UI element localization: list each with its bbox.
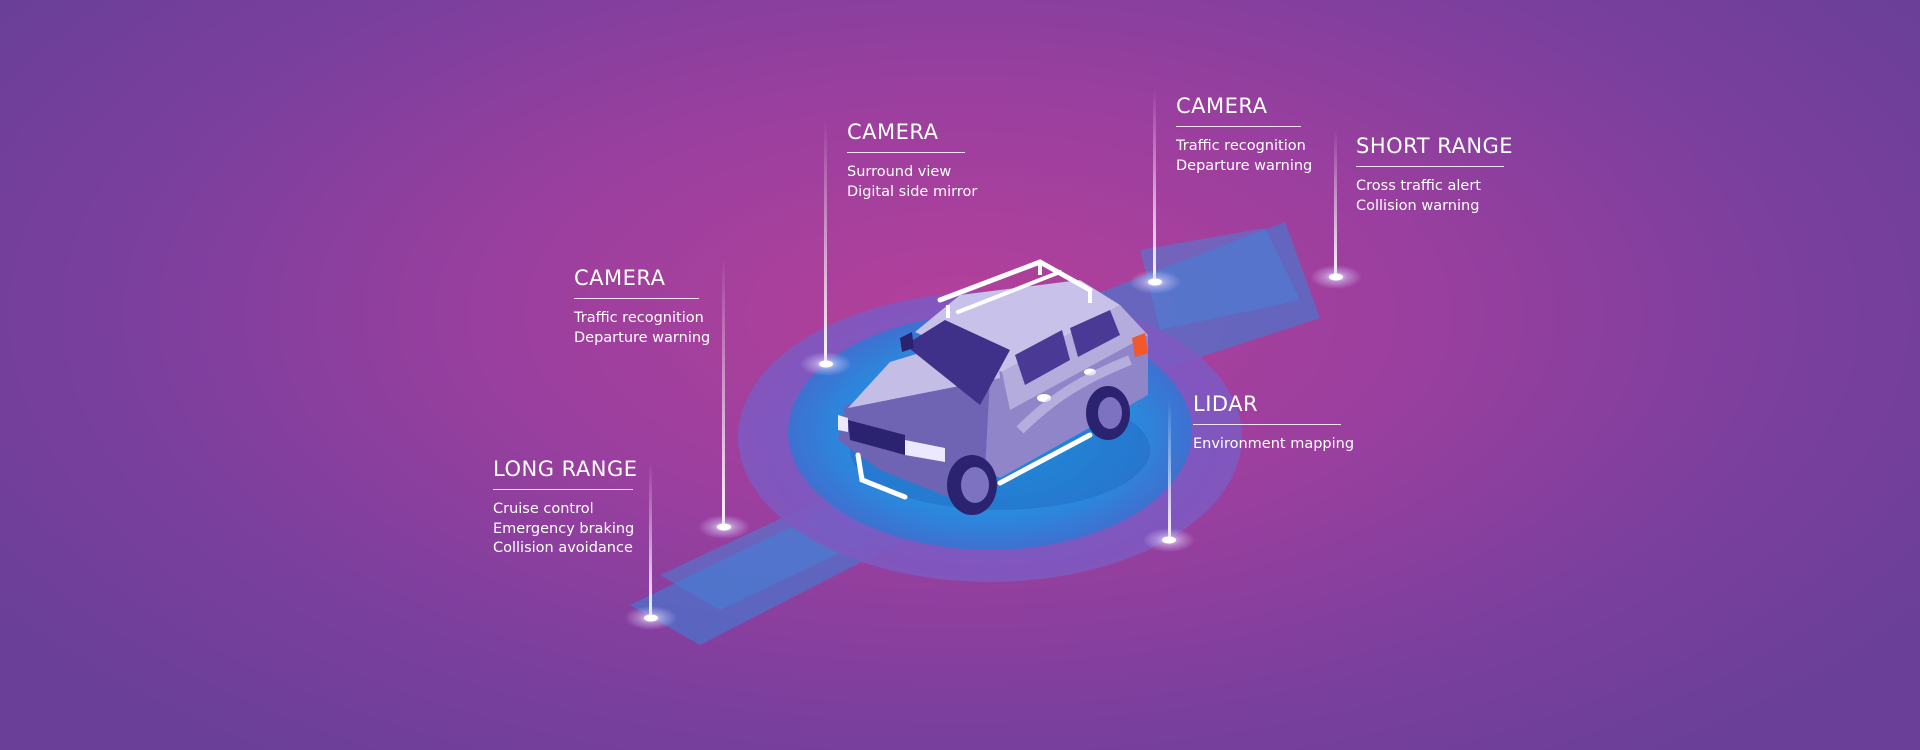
label-camera-left: CAMERA Traffic recognition Departure war… — [574, 266, 710, 348]
label-line: Digital side mirror — [847, 183, 978, 200]
label-line: Surround view — [847, 164, 952, 180]
sensor-pole-short-range — [1310, 130, 1362, 289]
label-line: Cross traffic alert — [1356, 178, 1481, 194]
label-line: Collision warning — [1356, 197, 1480, 214]
label-camera-right: CAMERA Traffic recognition Departure war… — [1176, 94, 1312, 176]
label-title: CAMERA — [1176, 94, 1301, 127]
sensor-pole-camera-left — [698, 255, 750, 539]
label-title: LONG RANGE — [493, 457, 637, 490]
sensor-pole-long-range — [625, 462, 677, 630]
label-line: Collision avoidance — [493, 540, 633, 556]
label-lines: Surround view Digital side mirror — [847, 163, 977, 202]
label-line: Environment mapping — [1193, 436, 1355, 452]
label-camera-front: CAMERA Surround view Digital side mirror — [847, 120, 977, 202]
suv-car-icon — [838, 259, 1150, 515]
label-title: CAMERA — [847, 120, 965, 153]
label-line: Traffic recognition — [574, 310, 704, 326]
label-lines: Traffic recognition Departure warning — [574, 309, 710, 348]
label-line: Departure warning — [574, 329, 711, 346]
sensor-pole-camera-right — [1129, 88, 1181, 294]
label-line: Emergency braking — [493, 520, 635, 537]
label-lines: Environment mapping — [1193, 435, 1354, 455]
label-line: Departure warning — [1176, 157, 1313, 174]
label-title: SHORT RANGE — [1356, 134, 1513, 167]
label-line: Traffic recognition — [1176, 138, 1306, 154]
sensor-pole-lidar — [1143, 400, 1195, 552]
label-lidar: LIDAR Environment mapping — [1193, 392, 1354, 455]
label-lines: Cruise control Emergency braking Collisi… — [493, 500, 634, 559]
label-title: CAMERA — [574, 266, 699, 299]
label-long-range: LONG RANGE Cruise control Emergency brak… — [493, 457, 637, 559]
sensor-pole-camera-front — [800, 120, 852, 376]
label-short-range: SHORT RANGE Cross traffic alert Collisio… — [1356, 134, 1513, 216]
label-lines: Traffic recognition Departure warning — [1176, 137, 1312, 176]
label-lines: Cross traffic alert Collision warning — [1356, 177, 1504, 216]
label-title: LIDAR — [1193, 392, 1341, 425]
label-line: Cruise control — [493, 501, 594, 517]
